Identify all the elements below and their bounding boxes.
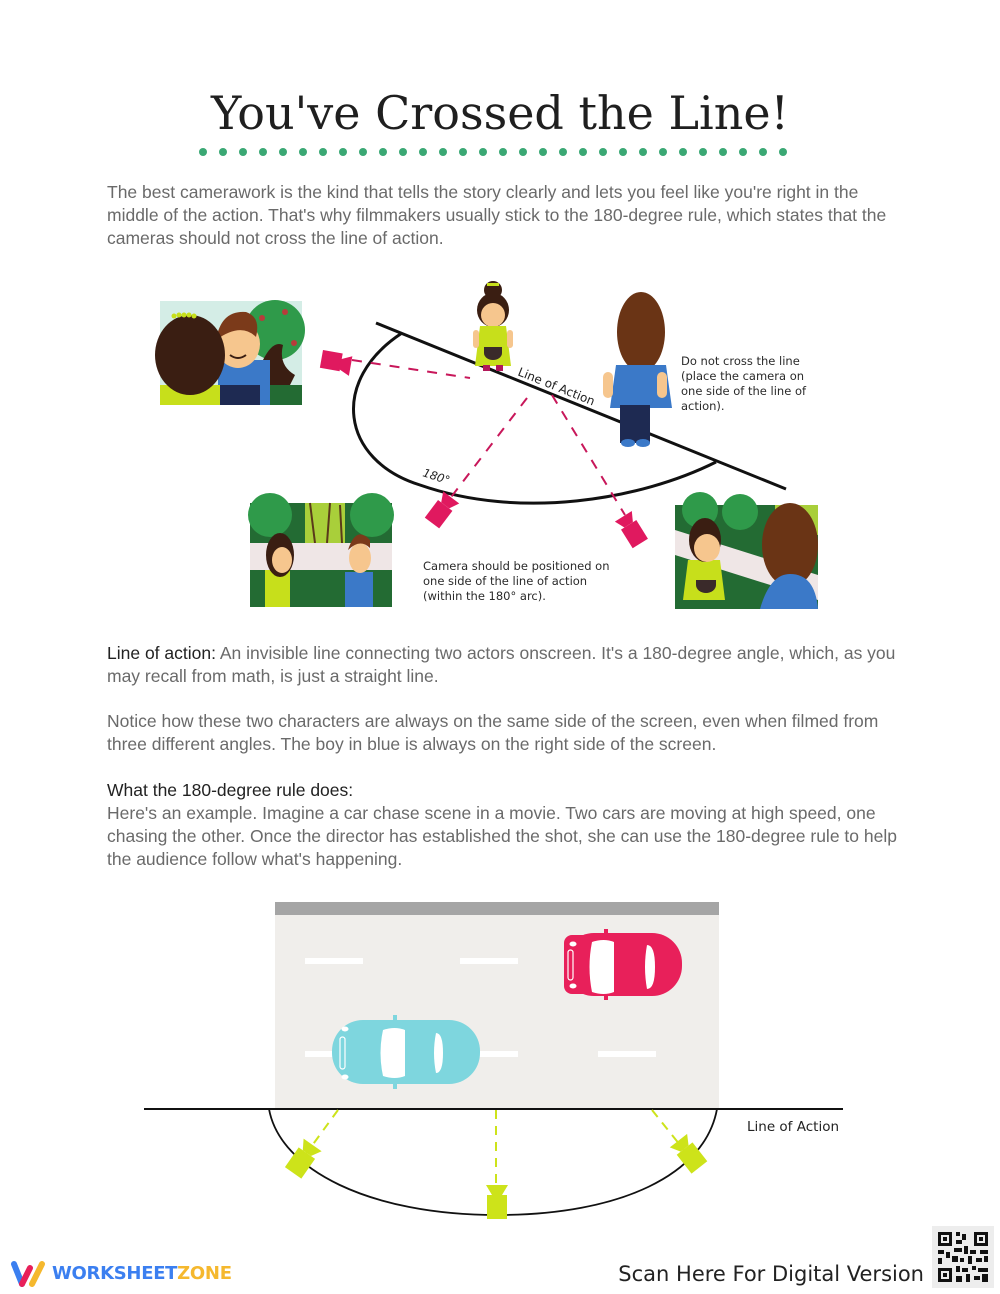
worksheetzone-logo-icon [11,1261,45,1287]
camera-icon-bottom-right [614,511,648,549]
line-of-action-definition: Line of action: An invisible line connec… [107,642,897,688]
car-chase-diagram [144,902,843,1219]
svg-text:180°: 180° [421,466,452,488]
girl-figure [473,281,513,371]
rule-paragraph: Here's an example. Imagine a car chase s… [107,803,897,869]
line-of-action-label: Line of Action [747,1119,840,1135]
red-car [564,929,682,1000]
page-title: You've Crossed the Line! [210,86,790,140]
line-of-action-term: Line of action: [107,643,216,663]
note-camera-position: Camera should be positioned on one side … [423,559,610,603]
camera-icon-center [486,1185,508,1219]
note-do-not-cross: Do not cross the line (place the camera … [681,354,807,413]
title-dotted-underline [199,148,787,156]
intro-paragraph: The best camerawork is the kind that tel… [107,182,887,248]
blue-car [332,1015,480,1089]
camera-icon-left [284,1138,322,1179]
panel-reverse-over-shoulder [675,492,818,609]
worksheetzone-logo-text[interactable]: WORKSHEETZONE [52,1263,232,1284]
panel-over-shoulder [155,300,305,405]
line-of-action-diagram: Line of Action 180° [155,281,818,609]
boy-figure [603,292,672,447]
road-curb [275,902,719,915]
camera-icon-right [669,1133,708,1174]
rule-heading: What the 180-degree rule does: [107,780,354,800]
panel-wide-two-shot [248,493,394,607]
camera-icon-left [319,350,353,376]
camera-icon-bottom-left [424,491,460,529]
notice-paragraph: Notice how these two characters are alwa… [107,711,879,754]
scan-digital-version-text: Scan Here For Digital Version [618,1262,924,1286]
qr-code-icon[interactable] [932,1226,994,1288]
line-of-action-text: An invisible line connecting two actors … [107,643,896,686]
